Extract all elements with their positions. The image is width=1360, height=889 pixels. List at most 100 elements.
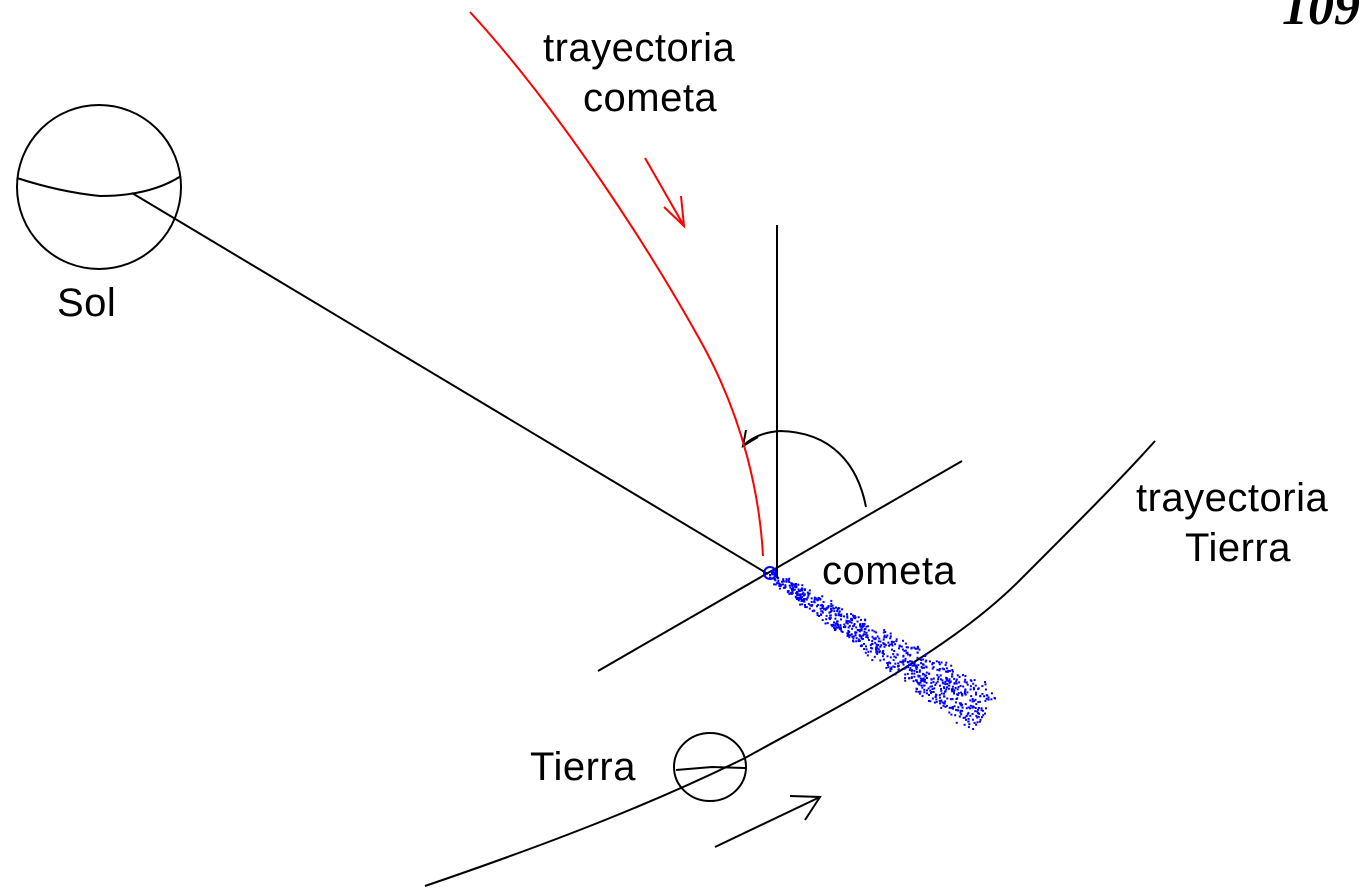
comet-tail-speck [882, 631, 885, 634]
comet-tail-speck [974, 684, 977, 687]
comet-tail-speck [798, 590, 801, 593]
comet-tail-speck [929, 700, 932, 703]
comet-tail-speck [799, 596, 802, 599]
comet-tail-speck [935, 682, 938, 685]
comet-tail-speck [782, 580, 785, 583]
comet-tail-speck [840, 618, 842, 621]
comet-tail-speck [952, 706, 954, 709]
comet-tail-speck [942, 682, 945, 685]
comet-tail-speck [818, 597, 821, 600]
comet-tail-speck [897, 668, 900, 671]
comet-tail-speck [936, 680, 939, 683]
comet-tail-speck [915, 668, 918, 671]
comet-tail-speck [938, 669, 941, 672]
comet-tail-speck [957, 706, 960, 709]
comet-tail-speck [822, 607, 825, 610]
comet-tail-speck [944, 705, 947, 708]
comet-tail-speck [955, 682, 958, 685]
comet-tail-speck [936, 668, 939, 671]
comet-tail-speck [972, 728, 975, 730]
comet-tail-speck [850, 618, 853, 621]
comet-tail-speck [906, 646, 909, 649]
comet-tail-speck [860, 628, 863, 630]
comet-tail-speck [945, 670, 948, 673]
comet-tail-speck [885, 666, 888, 669]
comet-tail-speck [969, 707, 971, 710]
comet-tail-speck [903, 667, 906, 670]
comet-tail-speck [887, 666, 890, 669]
comet-tail-speck [833, 629, 836, 632]
comet-tail-speck [964, 693, 967, 696]
comet-tail-speck [869, 644, 872, 647]
comet-tail-speck [816, 603, 819, 606]
comet-tail-speck [863, 648, 866, 650]
comet-tail-speck [927, 687, 930, 690]
comet-tail-speck [977, 712, 980, 714]
comet-tail-speck [955, 721, 958, 724]
comet-tail-speck [815, 597, 818, 600]
comet-tail-speck [808, 607, 811, 610]
comet-tail-speck [852, 637, 855, 640]
comet-tail-speck [807, 602, 810, 605]
comet-tail-speck [889, 670, 892, 673]
comet-tail-speck [773, 583, 776, 586]
comet-tail-speck [800, 597, 802, 600]
comet-tail-speck [916, 666, 919, 669]
comet-tail-speck [782, 583, 784, 586]
comet-tail-speck [938, 699, 941, 702]
comet-tail-speck [837, 625, 840, 628]
comet-tail-speck [975, 723, 978, 726]
comet-tail-speck [908, 669, 911, 671]
comet-tail-speck [945, 679, 948, 682]
comet-tail-speck [904, 673, 907, 676]
comet-tail-speck [865, 636, 868, 638]
comet-tail-speck [856, 620, 859, 623]
comet-tail-speck [973, 721, 976, 724]
comet-tail-speck [858, 640, 861, 642]
comet-tail-speck [867, 629, 870, 632]
comet-tail-speck [931, 685, 933, 688]
comet-tail-speck [980, 707, 983, 710]
earth-circle [673, 732, 747, 802]
earth-trajectory-label-line1: trayectoria [1136, 476, 1329, 520]
comet-tail-speck [848, 624, 851, 627]
comet-tail-speck [805, 606, 808, 609]
comet-tail-speck [833, 607, 835, 610]
comet-tail-speck [875, 651, 878, 654]
comet-tail-speck [877, 648, 880, 651]
comet-tail-speck [976, 710, 979, 713]
comet-tail-speck [853, 615, 856, 617]
comet-tail-speck [886, 664, 889, 667]
comet-tail-speck [831, 604, 834, 607]
comet-tail-speck [882, 653, 885, 656]
comet-tail-speck [945, 667, 948, 670]
comet-trajectory-label-line1: trayectoria [543, 26, 736, 70]
comet-tail-speck [963, 680, 966, 683]
comet-tail-speck [949, 706, 952, 709]
comet-tail-speck [896, 665, 899, 668]
comet-tail-speck [984, 683, 987, 686]
earth-direction-arrow [714, 795, 822, 848]
comet-tail-speck [941, 667, 944, 670]
comet-tail-speck [911, 664, 914, 667]
comet-tail-speck [883, 629, 886, 632]
comet-tail-speck [893, 650, 896, 652]
comet-tail-speck [883, 643, 886, 646]
comet-tail-speck [859, 623, 862, 626]
comet-tail-speck [961, 706, 964, 709]
comet-tail-speck [967, 711, 970, 714]
comet-tail-speck [795, 592, 798, 595]
comet-tail-speck [916, 645, 919, 648]
sun-comet-line [131, 192, 769, 575]
comet-tail-speck [916, 651, 919, 654]
comet-tail-speck [771, 570, 774, 573]
comet-tail-speck [917, 664, 920, 667]
comet-tail-speck [910, 660, 913, 663]
comet-tail-speck [913, 662, 916, 665]
comet-tail-speck [884, 631, 887, 633]
comet-tail-speck [874, 638, 877, 641]
comet-tail-speck [889, 643, 892, 646]
comet-tail-speck [923, 688, 926, 691]
comet-tail-speck [833, 621, 835, 624]
comet-tail-speck [816, 612, 819, 615]
